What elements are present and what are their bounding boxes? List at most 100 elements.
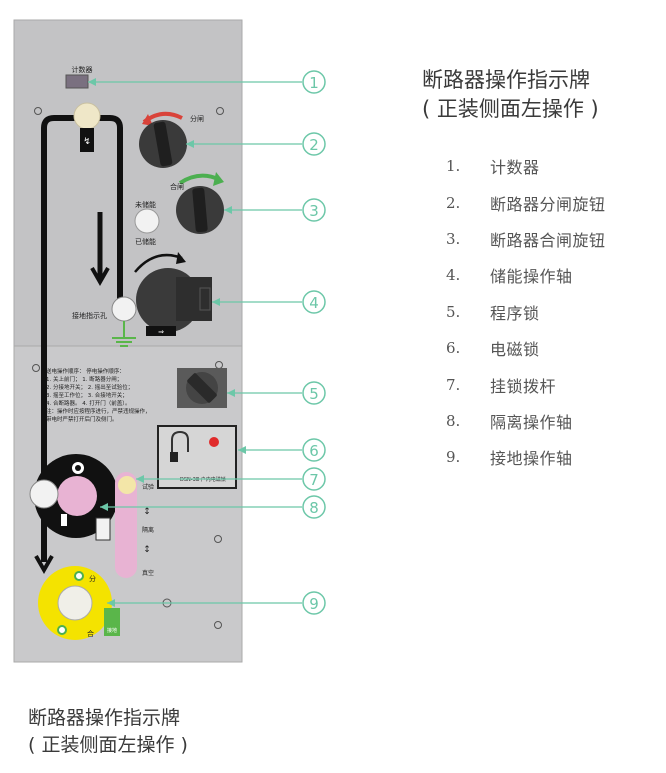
screw-hole: [32, 364, 40, 372]
callout-5: [302, 381, 326, 405]
screw-hole: [34, 107, 42, 115]
indicator-bulb-top: [73, 102, 101, 130]
legend-num: 7.: [446, 375, 461, 394]
caption-line-2: ( 正装侧面左操作 ): [28, 734, 188, 756]
svg-text:3: 3: [309, 202, 319, 220]
legend-num: 8.: [446, 411, 461, 430]
legend-num: 4.: [446, 266, 461, 285]
svg-text:9: 9: [309, 595, 319, 613]
legend-label: 断路器分闸旋钮: [490, 194, 606, 214]
padlock-lever-slot: [115, 472, 137, 578]
indicator-plate-top: [80, 128, 94, 152]
note-line: 带电时严禁打开后门及侧门。: [46, 415, 118, 423]
caption-line-1: 断路器操作指示牌: [28, 707, 181, 729]
screw-hole: [216, 107, 224, 115]
diagram-title: 断路器操作指示牌 ( 正装侧面左操作 ): [422, 66, 652, 124]
legend-item: 8. 隔离操作轴: [446, 403, 606, 439]
note-line: 注：操作时应按程序进行，严禁违规操作，: [46, 407, 151, 415]
interlock-arrow-head: [34, 555, 54, 575]
grounding-hole-label: 接地指示孔: [72, 311, 107, 320]
legend-item: 1. 计数器: [446, 148, 606, 184]
callout-2: [302, 132, 326, 156]
note-line: 3. 摇至工作位； 3. 合接地开关；: [46, 391, 128, 399]
svg-text:7: 7: [309, 471, 319, 489]
ground-shaft: [57, 585, 93, 621]
screw-hole: [214, 535, 222, 543]
isolation-indicator: [29, 479, 59, 509]
ground-symbol: [112, 321, 136, 347]
screw-hole: [214, 621, 222, 629]
svg-text:5: 5: [309, 385, 319, 403]
svg-text:↕: ↕: [143, 545, 151, 555]
svg-text:2: 2: [309, 136, 319, 154]
charged-label: 已储能: [135, 237, 156, 246]
legend-num: 9.: [446, 448, 461, 467]
legend-label: 储能操作轴: [490, 267, 573, 287]
charge-tag: [146, 326, 176, 336]
callout-3: [302, 198, 326, 222]
svg-text:1: 1: [309, 74, 319, 92]
title-line-1: 断路器操作指示牌: [422, 68, 590, 92]
leader-lines: [88, 81, 302, 604]
svg-text:⇒: ⇒: [158, 328, 164, 336]
legend-item: 6. 电磁锁: [446, 330, 606, 366]
ground-tag: [104, 608, 120, 636]
legend-num: 6.: [446, 339, 461, 358]
grounding-indicator: [111, 296, 137, 322]
operation-notes: 送电操作顺序： 停电操作顺序： 1. 关上前门； 1. 断路器分闸； 2. 分接…: [46, 367, 151, 423]
ground-open-label: 分: [89, 574, 96, 583]
open-label: 分闸: [190, 114, 204, 123]
legend-num: 2.: [446, 193, 461, 212]
close-label: 合闸: [170, 182, 184, 191]
ground-close-label: 合: [87, 629, 94, 638]
vacuum-label: 真空: [142, 569, 154, 577]
title-line-2: ( 正装侧面左操作 ): [422, 97, 599, 121]
legend-num: 3.: [446, 229, 461, 248]
callouts: 1 2 3 4 5 6 7 8 9: [302, 70, 326, 615]
legend-item: 5. 程序锁: [446, 294, 606, 330]
isolation-shaft: [57, 476, 97, 516]
counter-window: [65, 74, 89, 89]
callout-7: [302, 467, 326, 491]
isolate-label: 隔离: [142, 526, 154, 534]
legend-item: 3. 断路器合闸旋钮: [446, 221, 606, 257]
legend-label: 计数器: [490, 158, 540, 178]
legend-label: 接地操作轴: [490, 449, 573, 469]
test-pos-label: 试验: [142, 483, 154, 491]
callout-8: [302, 495, 326, 519]
svg-text:4: 4: [309, 294, 319, 312]
callout-6: [302, 438, 326, 462]
svg-text:6: 6: [309, 442, 319, 460]
note-line: 4. 合断路器。 4. 打开门（前盖）。: [46, 399, 131, 407]
legend-label: 挂锁拨杆: [490, 376, 557, 396]
svg-text:↯: ↯: [83, 137, 91, 147]
legend-item: 7. 挂锁拨杆: [446, 366, 606, 402]
legend-label: 隔离操作轴: [490, 412, 573, 432]
legend-num: 5.: [446, 302, 461, 321]
legend-num: 1.: [446, 157, 461, 176]
charge-indicator: [134, 208, 160, 234]
legend-label: 断路器合闸旋钮: [490, 230, 606, 250]
padlock-lever: [118, 476, 136, 494]
diagram-caption: 断路器操作指示牌 ( 正装侧面左操作 ): [28, 705, 188, 759]
callout-1: [302, 70, 326, 94]
component-legend: 1.计数器 2.断路器分闸旋钮 3.断路器合闸旋钮 4.储能操作轴 5.程序锁 …: [446, 148, 606, 476]
legend-item: 2. 断路器分闸旋钮: [446, 184, 606, 220]
note-line: 1. 关上前门； 1. 断路器分闸；: [46, 375, 122, 383]
legend-item: 4. 储能操作轴: [446, 257, 606, 293]
svg-text:↕: ↕: [143, 507, 151, 517]
counter-label: 计数器: [72, 65, 93, 74]
callout-9: [302, 591, 326, 615]
legend-item: 9. 接地操作轴: [446, 439, 606, 475]
note-line: 送电操作顺序： 停电操作顺序：: [46, 367, 125, 375]
svg-text:8: 8: [309, 499, 319, 517]
note-line: 2. 分接地开关； 2. 摇出至试验位；: [46, 383, 133, 391]
svg-text:接地: 接地: [107, 627, 117, 634]
isolate-tag: [95, 517, 111, 541]
legend-label: 程序锁: [490, 303, 540, 323]
callout-4: [302, 290, 326, 314]
uncharged-label: 未储能: [135, 200, 156, 209]
lock-red-light: [209, 437, 219, 447]
legend-label: 电磁锁: [490, 340, 540, 360]
